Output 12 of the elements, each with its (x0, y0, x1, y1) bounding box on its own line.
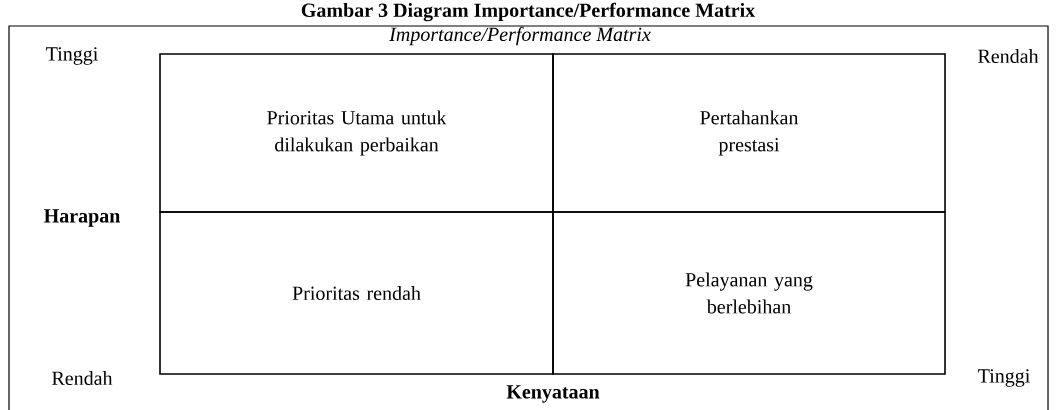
axis-label: Rendah (52, 370, 113, 386)
axis-title: Kenyataan (506, 385, 600, 403)
matrix-cell: Pertahankan prestasi (552, 53, 946, 213)
matrix-cell: Pelayanan yang berlebihan (552, 211, 946, 375)
matrix-title: Importance/Performance Matrix (389, 26, 651, 46)
matrix-cell: Prioritas rendah (159, 211, 554, 375)
axis-title: Harapan (44, 209, 121, 227)
matrix-cell: Prioritas Utama untuk dilakukan perbaikan (159, 53, 554, 213)
title: Gambar 3 Diagram Importance/Performance Matrix (301, 2, 756, 22)
axis-label: Tinggi (978, 369, 1030, 387)
axis-label: Rendah (978, 48, 1039, 64)
axis-label: Tinggi (46, 47, 98, 65)
